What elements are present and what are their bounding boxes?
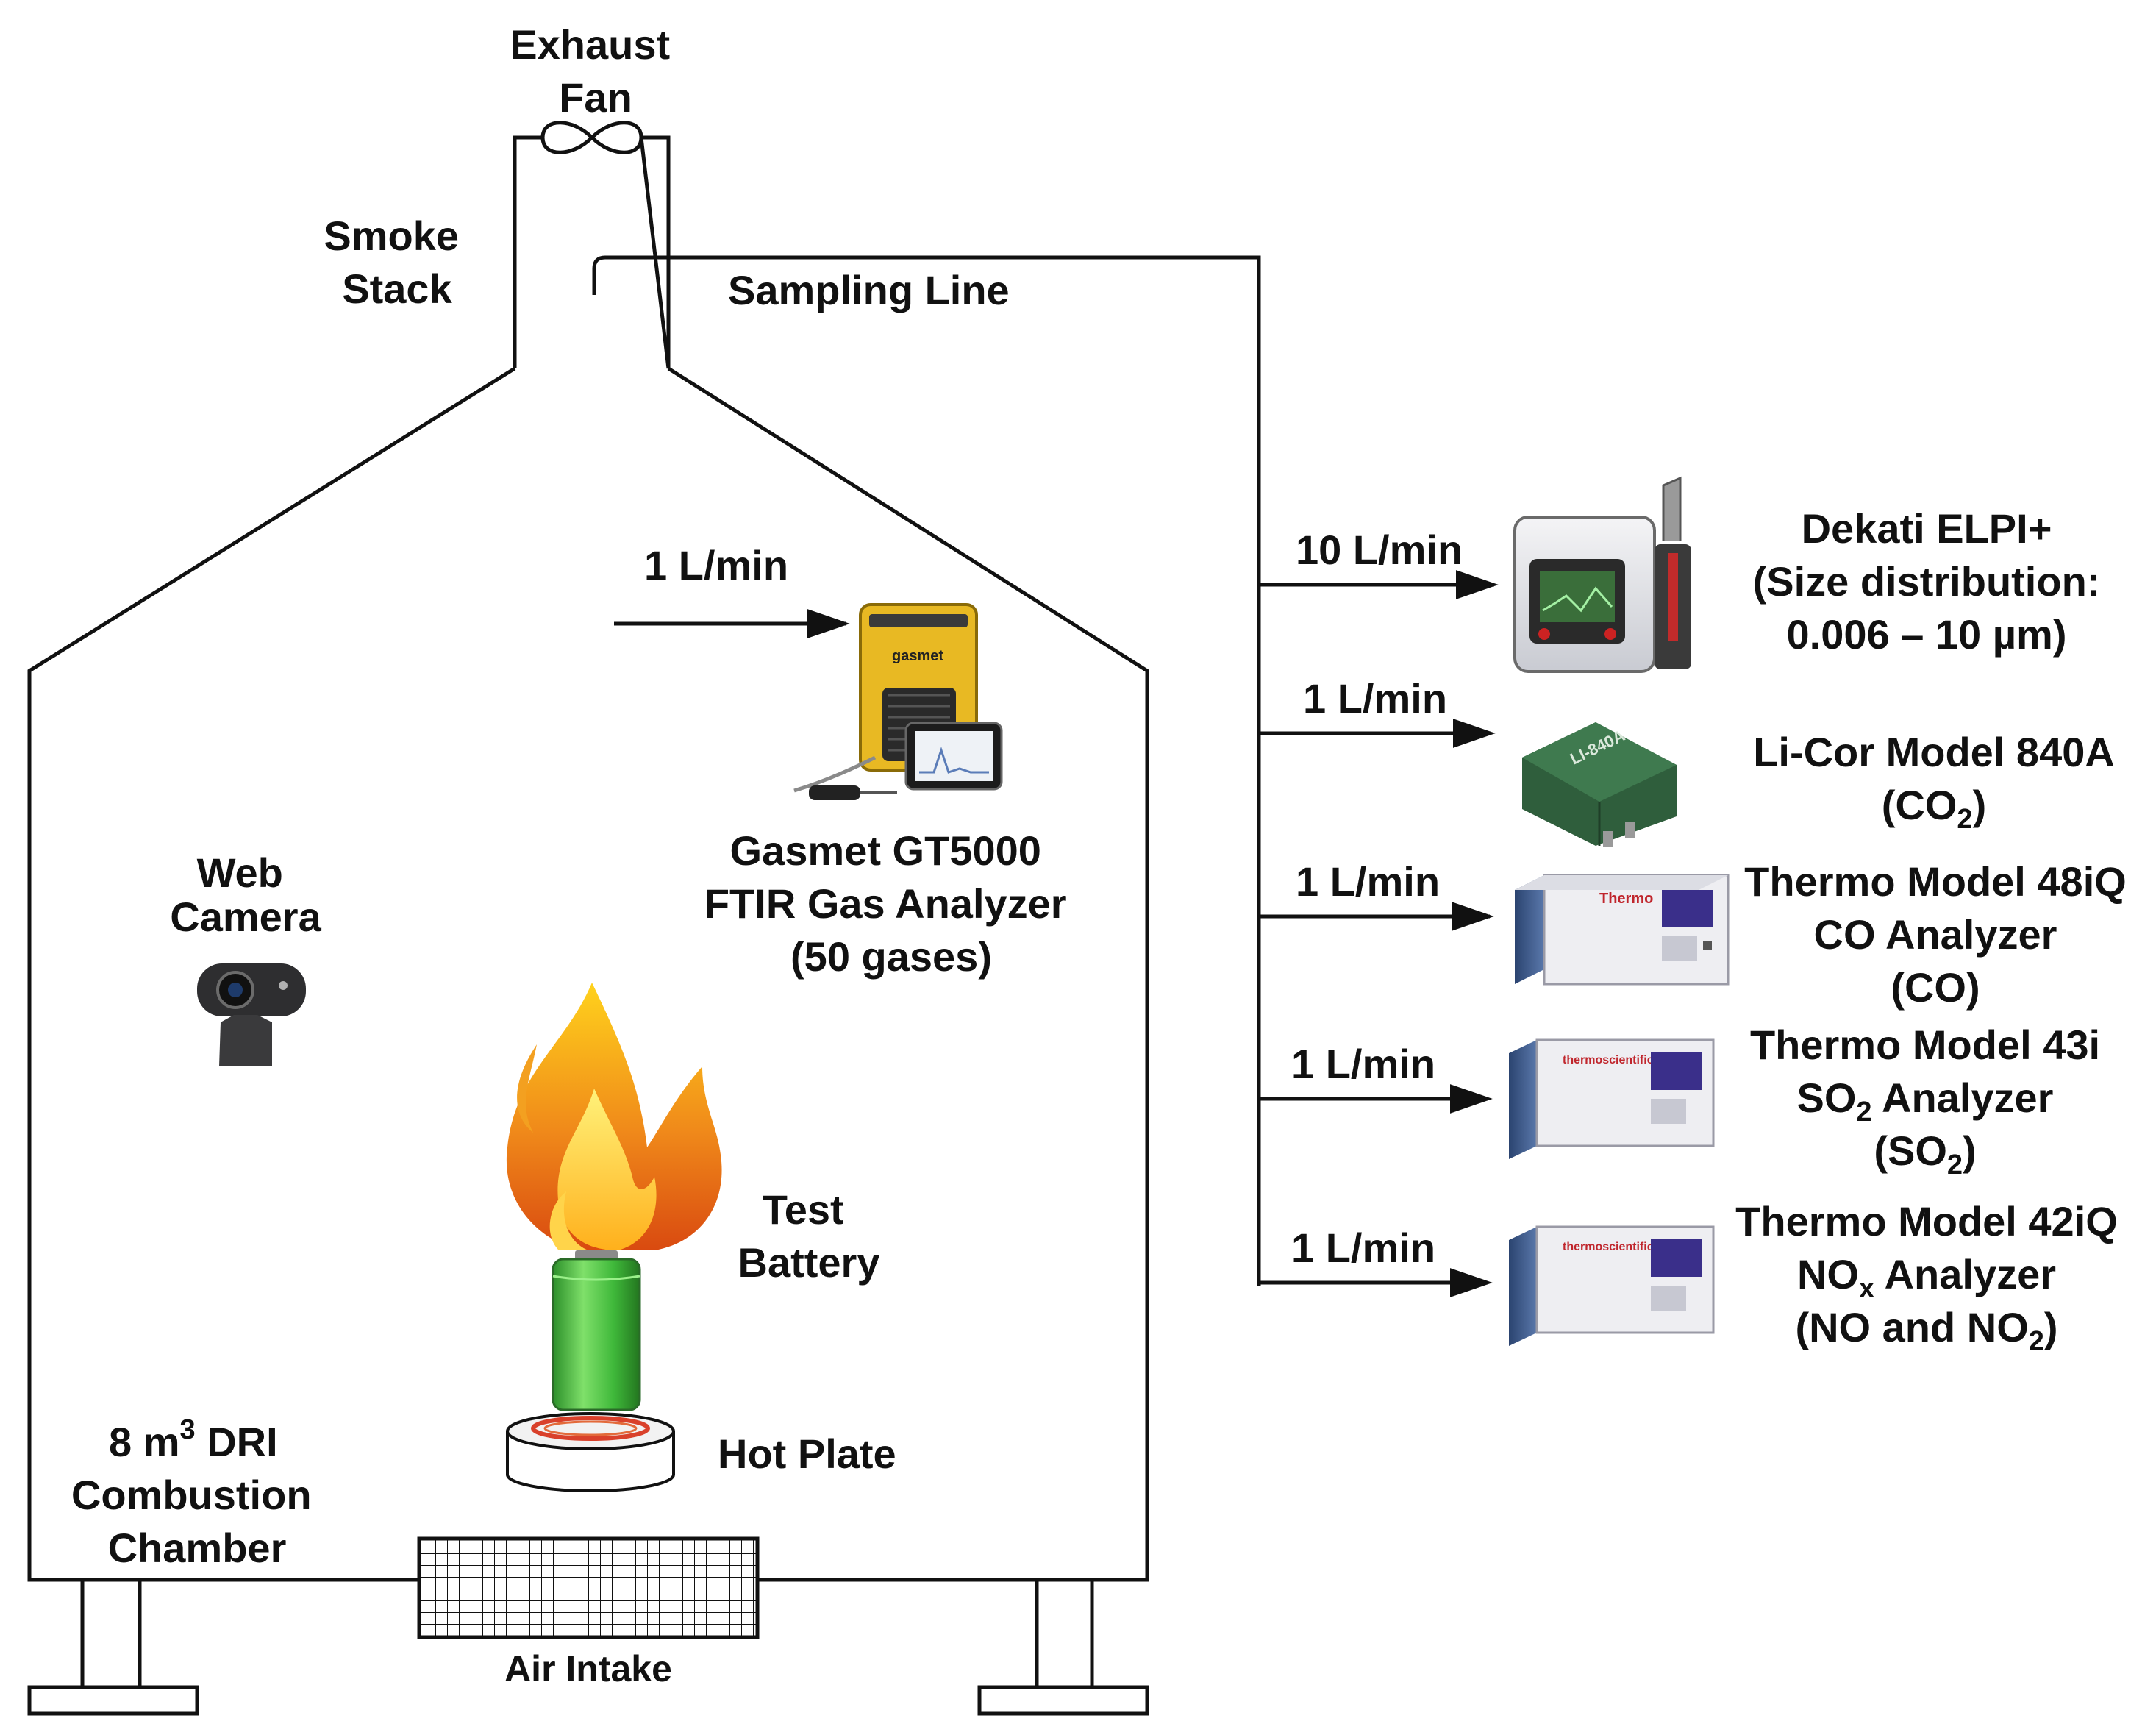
chamber-label-lines: Combustion Chamber (71, 1472, 323, 1571)
test-battery-icon (552, 1250, 641, 1411)
smoke-stack-label-line: Stack (342, 266, 452, 312)
exhaust-fan-label-line: Fan (559, 74, 632, 121)
chamber-volume-sup: 3 (180, 1414, 196, 1445)
hot-plate-label: Hot Plate (718, 1431, 896, 1477)
web-camera-label: Web Camera (170, 849, 321, 940)
instrument-label-line: ) (1973, 782, 1987, 828)
chamber-label: 8 m3 DRI (109, 1414, 278, 1465)
instrument-label-subscript: 2 (1947, 1150, 1963, 1180)
smoke-stack-label-line: Smoke (324, 213, 459, 259)
thermo-48iq-image: Thermo (1515, 874, 1730, 986)
instrument-flow-rate: 1 L/min (1296, 858, 1440, 905)
instrument-flow-rate: 1 L/min (1303, 675, 1447, 722)
test-battery-label: Test Battery (738, 1186, 880, 1286)
instrument-label-subscript: 2 (1856, 1097, 1871, 1127)
chamber-volume-prefix: 8 m (109, 1419, 180, 1465)
chamber-label-line: Combustion (71, 1472, 312, 1518)
chamber-leg-left (27, 1580, 199, 1716)
instrument-label-line: (SO (1874, 1127, 1947, 1174)
instrument-label-line: (CO) (1891, 964, 1980, 1011)
ftir-label-line: Gasmet GT5000 (730, 827, 1041, 874)
instrument-flow-rate: 1 L/min (1291, 1225, 1435, 1271)
exhaust-fan-label: Exhaust Fan (510, 21, 681, 121)
thermo-43i-image: thermoscientific (1509, 1038, 1715, 1159)
instrument-label-line: ) (2044, 1304, 2058, 1350)
instrument-flow-rate: 1 L/min (1291, 1041, 1435, 1087)
instrument-label: Thermo Model 48iQ CO Analyzer (CO) (1744, 858, 2127, 1011)
web-camera-icon (197, 963, 306, 1066)
instrument-label: Dekati ELPI+ (Size distribution: 0.006 – 1… (1753, 505, 2101, 658)
chamber-leg-right (977, 1580, 1149, 1716)
instrument-label-line: Analyzer (1874, 1251, 2056, 1297)
instrument-label-line: Dekati ELPI+ (1802, 505, 2052, 552)
thermo-48iq-brand-text: Thermo (1599, 891, 1653, 907)
exhaust-fan-label-line: Exhaust (510, 21, 670, 68)
chamber-structure (27, 121, 1149, 1716)
thermo-43i-brand-text: thermoscientific (1563, 1054, 1654, 1066)
instrument-label-line: SO (1797, 1075, 1857, 1121)
instrument-label: Thermo Model 42iQ NOx Analyzer (NO and NO2… (1735, 1198, 2118, 1357)
gasmet-brand-text: gasmet (892, 648, 943, 664)
instrument-label-line: 0.006 – 10 µm) (1787, 611, 2067, 658)
instrument-label-line: Analyzer (1872, 1075, 2054, 1121)
instrument-label-subscript: x (1859, 1273, 1874, 1304)
instrument-label-line: (Size distribution: (1753, 558, 2101, 605)
ftir-flow-label: 1 L/min (644, 542, 788, 588)
flame-icon (506, 983, 722, 1250)
chamber-volume-suffix: DRI (196, 1419, 278, 1465)
test-battery-label-line: Battery (738, 1239, 880, 1286)
instrument-label-line: Thermo Model 42iQ (1735, 1198, 2118, 1244)
gasmet-analyzer-image: gasmet (793, 603, 1003, 800)
hot-plate-icon (506, 1412, 675, 1492)
ftir-label-line: (50 gases) (790, 933, 992, 980)
instrument-label-line: Thermo Model 43i (1750, 1022, 2100, 1068)
instrument-label-line: Li-Cor Model 840A (1753, 729, 2115, 775)
chamber-label-line: Chamber (108, 1525, 287, 1571)
instrument-flow-rate: 10 L/min (1296, 527, 1463, 573)
smoke-stack-label: Smoke Stack (324, 213, 470, 312)
instrument-label-line: (CO (1882, 782, 1957, 828)
smoke-stack (513, 135, 671, 369)
dekati-elpi-image (1513, 476, 1691, 673)
sampling-line-label: Sampling Line (728, 267, 1010, 313)
licor-840a-image: LI-840A (1522, 722, 1677, 847)
web-camera-label-line: Web (197, 849, 283, 896)
instrument-label-subscript: 2 (2029, 1326, 2044, 1357)
ftir-label: Gasmet GT5000 FTIR Gas Analyzer (50 gase… (704, 827, 1078, 980)
thermo-42iq-brand-text: thermoscientific (1563, 1241, 1654, 1253)
instrument-label-line: Thermo Model 48iQ (1744, 858, 2127, 905)
instrument-label-line: (NO and NO (1795, 1304, 2028, 1350)
instrument-labels: Dekati ELPI+ (Size distribution: 0.006 – 1… (1735, 505, 2127, 1357)
instrument-label-line: CO Analyzer (1814, 911, 2057, 958)
thermo-42iq-image: thermoscientific (1509, 1225, 1715, 1346)
test-battery-label-line: Test (763, 1186, 844, 1233)
air-intake-label: Air Intake (504, 1648, 672, 1689)
instrument-label-line: ) (1963, 1127, 1977, 1174)
ftir-label-line: FTIR Gas Analyzer (704, 880, 1067, 927)
sampling-line (592, 255, 1261, 1286)
chamber-outline (27, 366, 1149, 1582)
instrument-label-line: NO (1797, 1251, 1859, 1297)
instrument-label-subscript: 2 (1957, 804, 1972, 835)
instrument-label: Li-Cor Model 840A (CO2) (1753, 729, 2115, 835)
exhaust-fan-icon (540, 121, 643, 154)
instrument-flow-arrows: 10 L/min 1 L/min 1 L/min 1 L/min 1 L/min (1259, 527, 1499, 1297)
air-intake-mesh (417, 1536, 760, 1639)
web-camera-label-line: Camera (170, 894, 321, 940)
